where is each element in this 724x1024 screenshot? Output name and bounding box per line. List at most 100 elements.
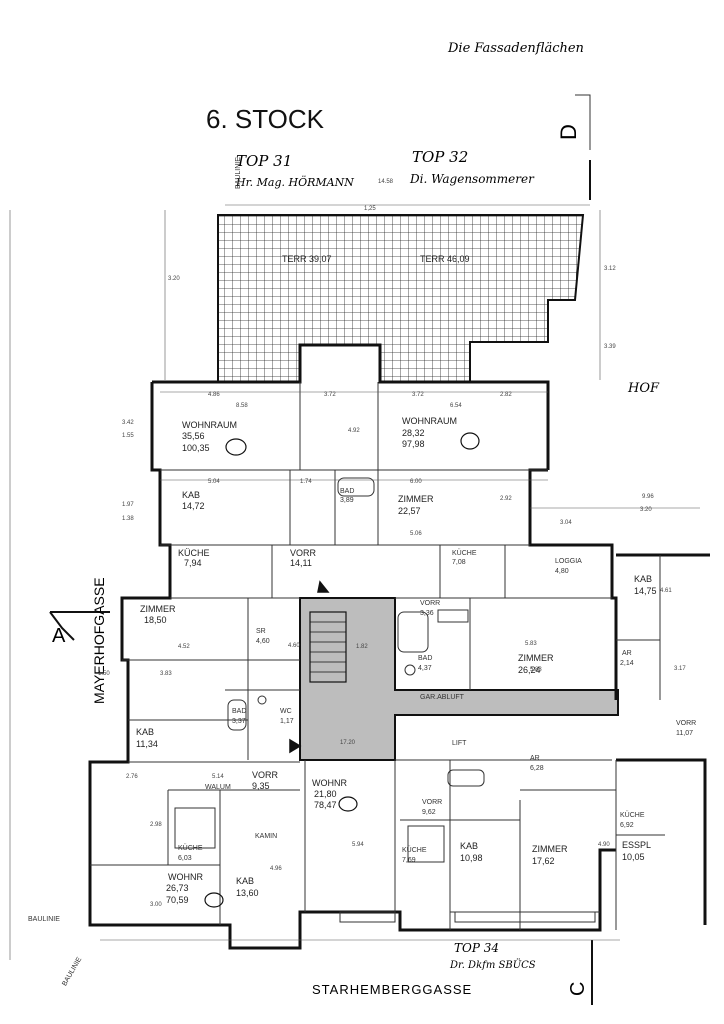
room-bad-31-area: 3,89 bbox=[340, 497, 354, 504]
dim-label: 1.82 bbox=[356, 644, 368, 650]
room-kab-left: KAB bbox=[136, 727, 154, 737]
room-wohnraum-32-area: 28,32 bbox=[402, 428, 425, 438]
room-wohnraum-31: WOHNRAUM bbox=[182, 420, 237, 430]
room-wohnr-bl: WOHNR bbox=[168, 872, 203, 882]
room-zimmer-left: ZIMMER bbox=[140, 604, 176, 614]
room-kab-mid-area: 10,98 bbox=[460, 853, 483, 863]
dim-label: 3.17 bbox=[674, 666, 686, 672]
room-kab-right: KAB bbox=[634, 574, 652, 584]
bathroom-fixtures bbox=[174, 477, 596, 923]
room-sr: SR bbox=[256, 628, 266, 635]
dim-label: 3.04 bbox=[560, 520, 572, 526]
top31-owner: Hr. Mag. HÖRMANN bbox=[235, 175, 354, 189]
dim-label: 3.20 bbox=[168, 276, 180, 282]
room-kuche-r-area: 6,92 bbox=[620, 822, 634, 829]
room-loggia-area: 4,80 bbox=[555, 568, 569, 575]
dim-label: 2.92 bbox=[500, 496, 512, 502]
dim-label: 5.14 bbox=[212, 774, 224, 780]
top31-label: TOP 31 bbox=[236, 152, 292, 170]
dimension-lines bbox=[9, 204, 700, 960]
room-vorr-right-area: 11,07 bbox=[676, 730, 693, 737]
dim-label: 3.39 bbox=[604, 344, 616, 350]
interior-walls bbox=[90, 382, 665, 930]
dim-label: 5.06 bbox=[410, 531, 422, 537]
dim-label: 5.83 bbox=[530, 667, 542, 673]
room-wohnraum-32-total: 97,98 bbox=[402, 439, 425, 449]
room-wohnraum-31-area: 35,56 bbox=[182, 431, 205, 441]
room-ar-bottom-area: 6,28 bbox=[530, 765, 544, 772]
room-ar-bottom: AR bbox=[530, 755, 540, 762]
room-wohnr-bl-area: 26,73 bbox=[166, 883, 189, 893]
room-wc-left-area: 1,17 bbox=[280, 718, 294, 725]
section-a-marker: A bbox=[49, 611, 110, 647]
top34-label: TOP 34 bbox=[454, 941, 499, 955]
dim-label: 9.96 bbox=[642, 494, 654, 500]
top34-owner: Dr. Dkfm SBÜCS bbox=[449, 959, 536, 971]
room-wohnr-mid-total: 78,47 bbox=[314, 800, 337, 810]
dim-label: 4.96 bbox=[270, 866, 282, 872]
dim-label: 17.20 bbox=[340, 740, 356, 746]
room-kab-right-area: 14,75 bbox=[634, 586, 657, 596]
dim-label: 2.76 bbox=[126, 774, 138, 780]
room-zimmer-32b-area: 26,24 bbox=[518, 665, 541, 675]
baulinie-left-2: BAULINIE bbox=[61, 956, 83, 987]
stair-core bbox=[299, 597, 619, 761]
dim-label: 4.92 bbox=[348, 428, 360, 434]
room-bad-32: BAD bbox=[418, 655, 432, 662]
dim-label: 3.72 bbox=[412, 392, 424, 398]
room-vorr-right: VORR bbox=[676, 720, 696, 727]
room-vorr-mid: VORR bbox=[422, 799, 442, 806]
top32-label: TOP 32 bbox=[412, 148, 468, 166]
room-kab-bl-area: 13,60 bbox=[236, 888, 259, 898]
dim-label: 8.58 bbox=[236, 403, 248, 409]
room-ar-right: AR bbox=[622, 650, 632, 657]
room-kuche-bl-area: 6,03 bbox=[178, 855, 192, 862]
dim-label: 5.83 bbox=[525, 641, 537, 647]
dim-label: 5.04 bbox=[208, 479, 220, 485]
room-zimmer-32-area: 22,57 bbox=[398, 506, 421, 516]
entry-arrows bbox=[289, 580, 330, 754]
dim-label: 4.90 bbox=[598, 842, 610, 848]
room-loggia: LOGGIA bbox=[555, 558, 582, 565]
dim-label: 2.82 bbox=[500, 392, 512, 398]
street-mayerhofgasse: MAYERHOFGASSE bbox=[91, 577, 107, 704]
room-vorr-31: VORR bbox=[290, 548, 317, 558]
room-vorr-bl-area: 9,35 bbox=[252, 781, 270, 791]
dim-label: 4.52 bbox=[178, 644, 190, 650]
dim-label: 4.86 bbox=[208, 392, 220, 398]
section-d-marker: D bbox=[556, 94, 591, 200]
dim-label: 1,25 bbox=[364, 206, 376, 212]
room-vorr-32-area: 3,36 bbox=[420, 610, 434, 617]
room-essplatz-area: 10,05 bbox=[622, 852, 645, 862]
room-ar-right-area: 2,14 bbox=[620, 660, 634, 667]
room-wohnr-mid: WOHNR bbox=[312, 778, 347, 788]
dim-label: 6.54 bbox=[450, 403, 462, 409]
room-wohnraum-31-total: 100,35 bbox=[182, 443, 210, 453]
room-labels: TERR 39,07 TERR 46,09 WOHNRAUM 35,56 100… bbox=[136, 254, 696, 905]
dim-label: 1.74 bbox=[300, 479, 312, 485]
room-vorr-32: VORR bbox=[420, 600, 440, 607]
baulinie-top: BAULINIE bbox=[235, 157, 242, 189]
room-bad-left-area: 3,37 bbox=[232, 718, 246, 725]
dim-label: 1.97 bbox=[122, 502, 134, 508]
room-vorr-bl: VORR bbox=[252, 770, 279, 780]
dim-label: 3.12 bbox=[604, 266, 616, 272]
room-lift: LIFT bbox=[452, 740, 467, 747]
section-c-marker: C bbox=[567, 940, 593, 1005]
staircase bbox=[309, 611, 347, 683]
room-wohnr-bl-total: 70,59 bbox=[166, 895, 189, 905]
room-vorr-mid-area: 9,62 bbox=[422, 809, 436, 816]
room-sr-area: 4,60 bbox=[256, 638, 270, 645]
dim-label: 5.94 bbox=[352, 842, 364, 848]
dim-label: 1.38 bbox=[122, 516, 134, 522]
room-essplatz: ESSPL bbox=[622, 840, 651, 850]
room-kab-mid: KAB bbox=[460, 841, 478, 851]
room-kab-bl: KAB bbox=[236, 876, 254, 886]
room-zimmer-left-area: 18,50 bbox=[144, 615, 167, 625]
dim-label: 6.00 bbox=[410, 479, 422, 485]
room-bad-32-area: 4,37 bbox=[418, 665, 432, 672]
room-kuche-32-area: 7,08 bbox=[452, 559, 466, 566]
room-kab-31-area: 14,72 bbox=[182, 501, 205, 511]
room-vorr-31-area: 14,11 bbox=[290, 558, 312, 568]
dim-label: 3.20 bbox=[640, 507, 652, 513]
